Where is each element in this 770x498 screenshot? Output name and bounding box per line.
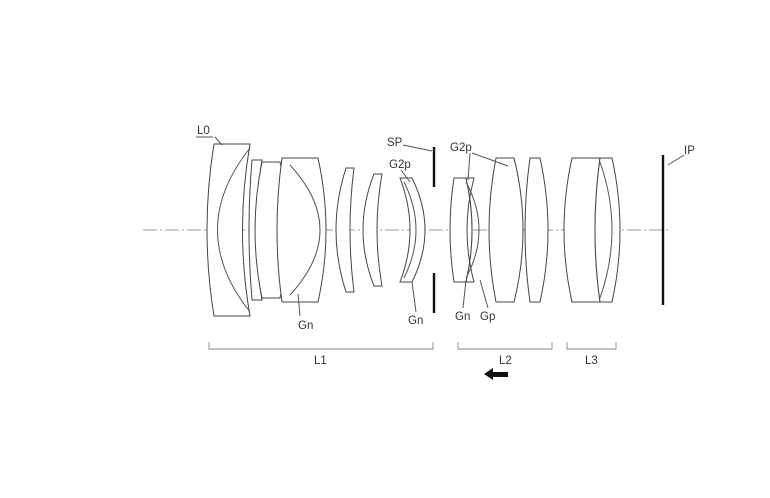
leader-gp [480, 280, 488, 308]
label-gn-2: Gn [408, 315, 423, 327]
label-ip: IP [684, 145, 695, 157]
label-l3: L3 [585, 355, 598, 367]
label-gn-1: Gn [298, 320, 313, 332]
label-g2p-left: G2p [389, 159, 411, 171]
bracket-l1 [209, 342, 433, 349]
label-sp: SP [387, 137, 403, 149]
leader-gn-2 [412, 282, 416, 312]
label-gn-3: Gn [455, 311, 470, 323]
bracket-l3 [567, 342, 616, 349]
label-gp: Gp [480, 311, 495, 323]
label-l2: L2 [499, 355, 512, 367]
arrow-left-icon [484, 368, 508, 380]
lens-element-6 [363, 174, 382, 286]
leader-gn-3 [463, 280, 466, 308]
label-l1: L1 [314, 355, 327, 367]
label-g2p-right: G2p [450, 142, 472, 154]
leader-sp [403, 145, 432, 151]
leader-ip [668, 155, 684, 165]
label-l0: L0 [197, 125, 210, 137]
leader-g2p-right-a [468, 153, 470, 180]
bracket-l2 [458, 342, 552, 349]
lens-element-l2-rear [525, 158, 548, 302]
lens-element-g2p-right [489, 158, 523, 302]
lens-element-l3-rear [595, 158, 620, 302]
